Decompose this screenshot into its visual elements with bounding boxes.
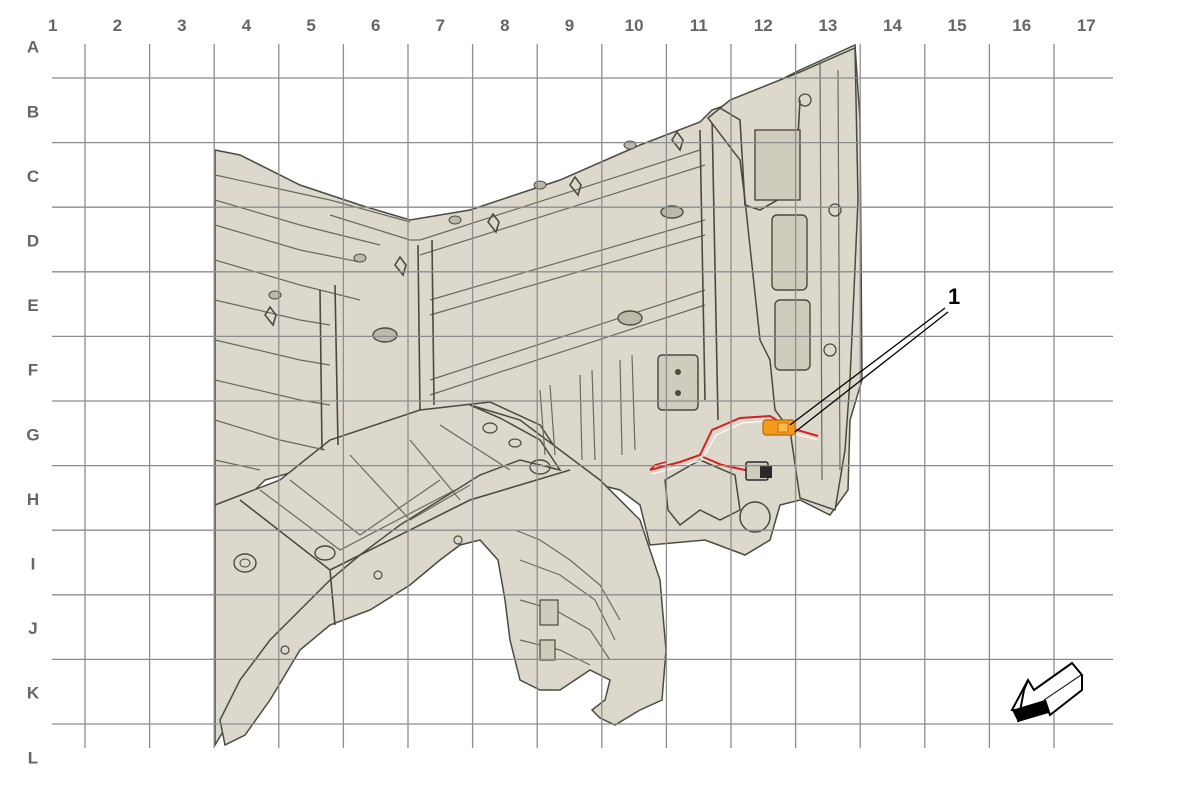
reference-grid — [52, 44, 1113, 748]
grid-column-label: 3 — [177, 16, 186, 35]
grid-column-label: 4 — [242, 16, 252, 35]
grid-row-label: E — [27, 296, 38, 315]
grid-row-label: I — [31, 555, 36, 574]
grid-column-label: 16 — [1012, 16, 1031, 35]
grid-row-label: K — [27, 684, 40, 703]
vehicle-body-illustration — [214, 43, 863, 748]
grid-row-label: L — [28, 748, 38, 767]
grid-column-label: 7 — [436, 16, 445, 35]
grid-column-label: 6 — [371, 16, 380, 35]
grid-column-label: 13 — [818, 16, 837, 35]
grid-row-label: G — [26, 425, 39, 444]
grid-column-label: 14 — [883, 16, 902, 35]
grid-row-label: D — [27, 232, 39, 251]
grid-column-label: 11 — [690, 16, 708, 35]
callout-number: 1 — [948, 284, 960, 309]
grid-row-label: C — [27, 167, 39, 186]
callout-1: 1 — [789, 284, 960, 433]
grid-row-label: B — [27, 102, 39, 121]
grid-column-label: 17 — [1077, 16, 1096, 35]
grid-column-label: 10 — [625, 16, 644, 35]
grid-column-label: 8 — [500, 16, 509, 35]
grid-row-label: J — [28, 619, 37, 638]
grid-column-label: 12 — [754, 16, 773, 35]
grid-column-label: 1 — [48, 16, 57, 35]
grid-row-label: A — [27, 38, 39, 57]
grid-row-label: F — [28, 361, 38, 380]
grid-column-label: 2 — [113, 16, 122, 35]
grid-column-label: 5 — [306, 16, 315, 35]
front-direction-arrow-icon — [1010, 661, 1084, 723]
grid-column-label: 9 — [565, 16, 574, 35]
row-labels: A B C D E F G H I J K L — [26, 38, 39, 768]
grid-column-label: 15 — [948, 16, 967, 35]
grid-row-label: H — [27, 490, 39, 509]
